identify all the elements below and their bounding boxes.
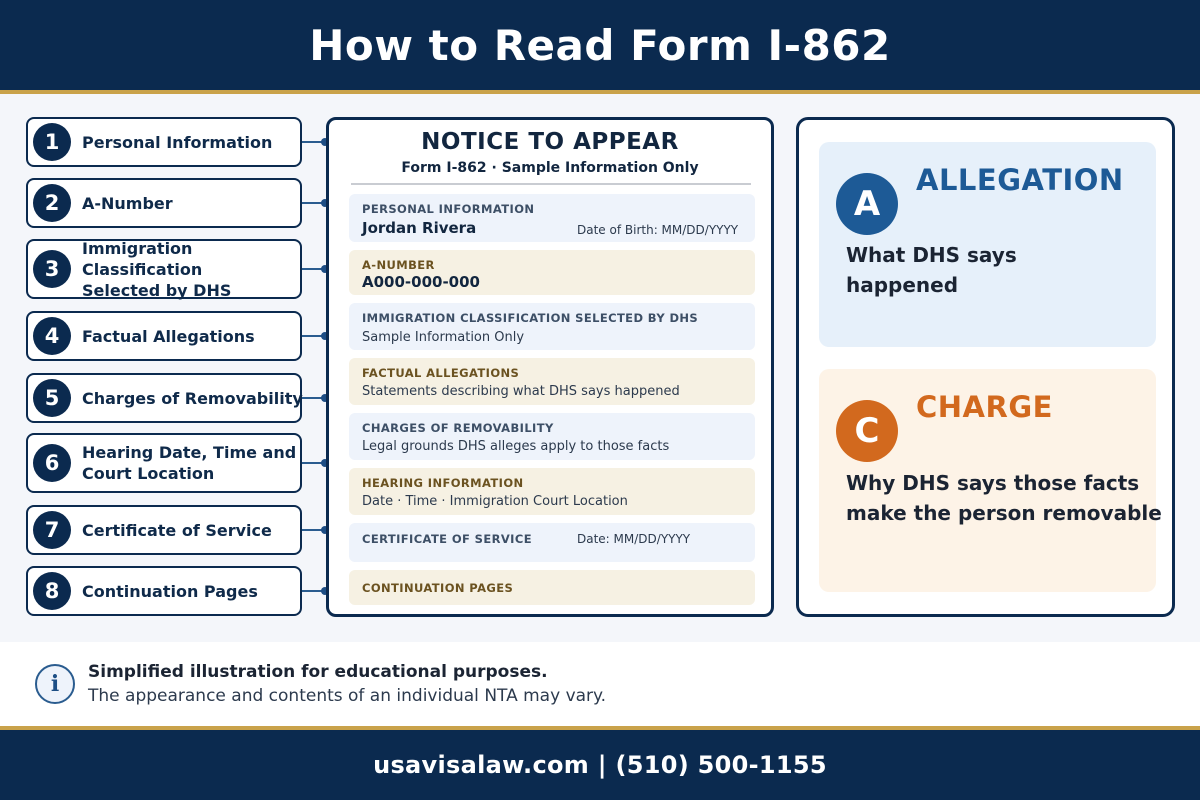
legend-label: Continuation Pages — [82, 582, 258, 601]
connector-line — [302, 332, 329, 340]
field-personal-information: PERSONAL INFORMATION Jordan Rivera Date … — [349, 194, 755, 242]
form-divider — [351, 183, 751, 185]
connector-line — [302, 394, 329, 402]
header-banner: How to Read Form I-862 — [0, 0, 1200, 90]
field-value: Statements describing what DHS says happ… — [362, 384, 680, 399]
field-value: Sample Information Only — [362, 330, 525, 345]
connector-line — [302, 138, 329, 146]
charge-card: C CHARGE Why DHS says those facts make t… — [819, 369, 1162, 592]
legend-item-a-number: 2 A-Number — [26, 178, 302, 228]
field-label: IMMIGRATION CLASSIFICATION SELECTED BY D… — [362, 311, 699, 325]
footer-banner: usavisalaw.com | (510) 500-1155 — [0, 730, 1200, 800]
footer-divider — [0, 726, 1200, 730]
connector-line — [302, 265, 329, 273]
field-charges-of-removability: CHARGES OF REMOVABILITY Legal grounds DH… — [349, 413, 755, 460]
legend-item-factual-allegations: 4 Factual Allegations — [26, 311, 302, 361]
connector-line — [302, 587, 329, 595]
legend-label: Certificate of Service — [82, 521, 272, 540]
footnote-section: i Simplified illustration for educationa… — [0, 642, 1200, 726]
field-immigration-classification: IMMIGRATION CLASSIFICATION SELECTED BY D… — [349, 303, 755, 350]
connector-line — [302, 199, 329, 207]
field-label: CERTIFICATE OF SERVICE — [362, 532, 532, 546]
legend-item-immigration-classification: 3 Immigration Classification Selected by… — [26, 239, 302, 300]
field-label: CONTINUATION PAGES — [362, 581, 514, 595]
legend-label: Hearing Date, Time and Court Location — [82, 443, 297, 483]
legend-item-certificate-of-service: 7 Certificate of Service — [26, 505, 302, 555]
field-label: HEARING INFORMATION — [362, 476, 524, 490]
legend-label: Personal Information — [82, 133, 273, 152]
legend-item-hearing-information: 6 Hearing Date, Time and Court Location — [26, 433, 302, 493]
field-dob-value: Date of Birth: MM/DD/YYYY — [577, 223, 739, 237]
form-title: NOTICE TO APPEAR — [421, 129, 679, 155]
field-hearing-information: HEARING INFORMATION Date · Time · Immigr… — [349, 468, 755, 515]
legend-number-badge: 5 — [33, 379, 71, 417]
field-label: FACTUAL ALLEGATIONS — [362, 366, 520, 380]
connector-line — [302, 459, 329, 467]
legend-label: A-Number — [82, 194, 173, 213]
concepts-panel: A ALLEGATION What DHS says happened C CH… — [796, 117, 1175, 617]
legend-number-badge: 3 — [33, 250, 71, 288]
field-continuation-pages: CONTINUATION PAGES — [349, 570, 755, 605]
legend-label: Factual Allegations — [82, 327, 255, 346]
field-name-value: Jordan Rivera — [362, 219, 477, 237]
notice-to-appear-form: NOTICE TO APPEAR Form I-862 · Sample Inf… — [326, 117, 774, 617]
allegation-description: What DHS says happened — [846, 243, 1017, 297]
legend-number-badge: 1 — [33, 123, 71, 161]
legend-number-badge: 4 — [33, 317, 71, 355]
field-certificate-of-service: CERTIFICATE OF SERVICE Date: MM/DD/YYYY — [349, 523, 755, 562]
field-value: Date · Time · Immigration Court Location — [362, 494, 628, 509]
page-title: How to Read Form I-862 — [309, 20, 891, 70]
legend-number-badge: 6 — [33, 444, 71, 482]
footer-contact[interactable]: usavisalaw.com | (510) 500-1155 — [373, 751, 827, 779]
allegation-letter-badge: A — [836, 173, 898, 235]
charge-letter-badge: C — [836, 400, 898, 462]
field-label: CHARGES OF REMOVABILITY — [362, 421, 554, 435]
footnote-heading: Simplified illustration for educational … — [88, 662, 548, 682]
legend-item-continuation-pages: 8 Continuation Pages — [26, 566, 302, 616]
field-label: A-NUMBER — [362, 258, 435, 272]
legend-number-badge: 8 — [33, 572, 71, 610]
charge-title: CHARGE — [916, 390, 1053, 424]
form-subtitle: Form I-862 · Sample Information Only — [401, 160, 699, 176]
field-factual-allegations: FACTUAL ALLEGATIONS Statements describin… — [349, 358, 755, 405]
field-date-value: Date: MM/DD/YYYY — [577, 532, 691, 546]
info-icon: i — [35, 664, 75, 704]
legend-item-personal-information: 1 Personal Information — [26, 117, 302, 167]
charge-description: Why DHS says those facts make the person… — [846, 471, 1162, 525]
allegation-title: ALLEGATION — [916, 163, 1124, 197]
legend-label: Charges of Removability — [82, 389, 303, 408]
field-value: Legal grounds DHS alleges apply to those… — [362, 439, 670, 454]
legend-number-badge: 7 — [33, 511, 71, 549]
header-divider — [0, 90, 1200, 94]
field-a-number: A-NUMBER A000-000-000 — [349, 250, 755, 295]
connector-line — [302, 526, 329, 534]
field-label: PERSONAL INFORMATION — [362, 202, 535, 216]
footnote-text: The appearance and contents of an indivi… — [88, 686, 607, 706]
legend-label: Immigration Classification Selected by D… — [82, 239, 232, 300]
field-a-number-value: A000-000-000 — [362, 273, 480, 291]
allegation-card: A ALLEGATION What DHS says happened — [819, 142, 1156, 347]
legend-item-charges-of-removability: 5 Charges of Removability — [26, 373, 303, 423]
legend-number-badge: 2 — [33, 184, 71, 222]
